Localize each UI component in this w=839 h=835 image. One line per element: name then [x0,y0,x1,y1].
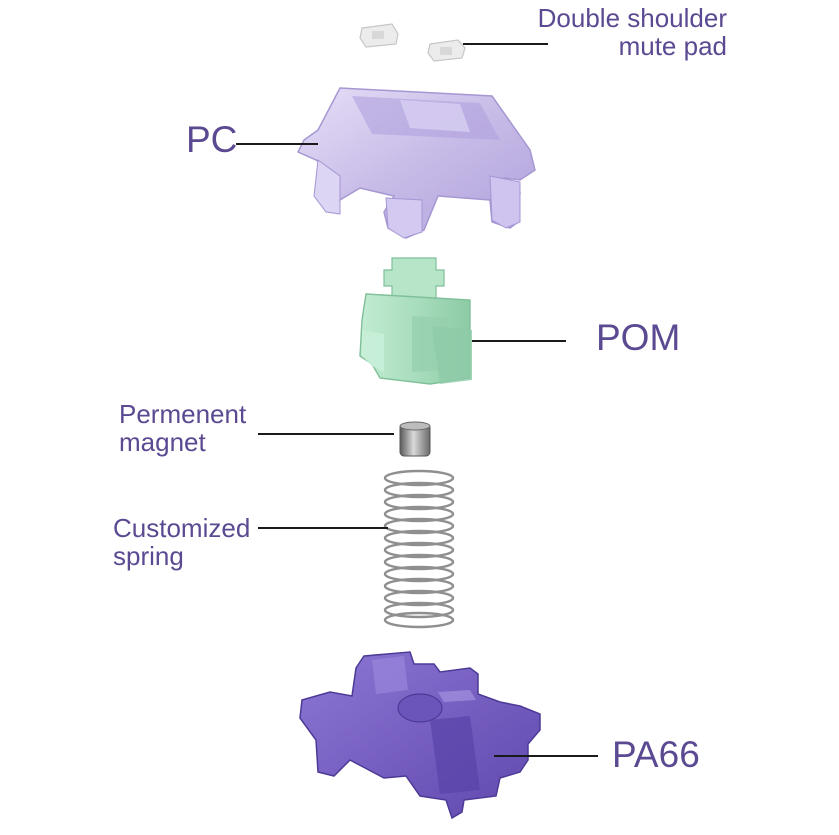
label-magnet: Permenent magnet [119,400,246,456]
spring [383,469,455,629]
pom-stem [359,257,472,385]
leader-lines [236,43,598,757]
label-spring-line1: Customized [113,513,251,543]
label-pa66: PA66 [612,735,700,775]
label-spring: Customized spring [113,514,250,570]
label-pom: POM [596,318,680,358]
label-spring-line2: spring [113,541,184,572]
label-pc: PC [186,120,237,160]
label-mute-pad: Double shoulder mute pad [522,4,727,60]
mute-pad-left [359,23,399,48]
label-mute-pad-line1: Double shoulder [537,3,727,33]
label-magnet-line2: magnet [119,427,206,458]
pc-top-housing [296,87,536,239]
permanent-magnet [399,421,431,457]
label-mute-pad-line2: mute pad [618,31,727,62]
pa66-bottom-housing [299,651,541,820]
mute-pad-right [427,39,466,62]
label-pom-text: POM [596,317,681,358]
label-magnet-line1: Permenent [119,399,247,429]
label-pa66-text: PA66 [612,734,700,775]
label-pc-text: PC [186,119,238,160]
